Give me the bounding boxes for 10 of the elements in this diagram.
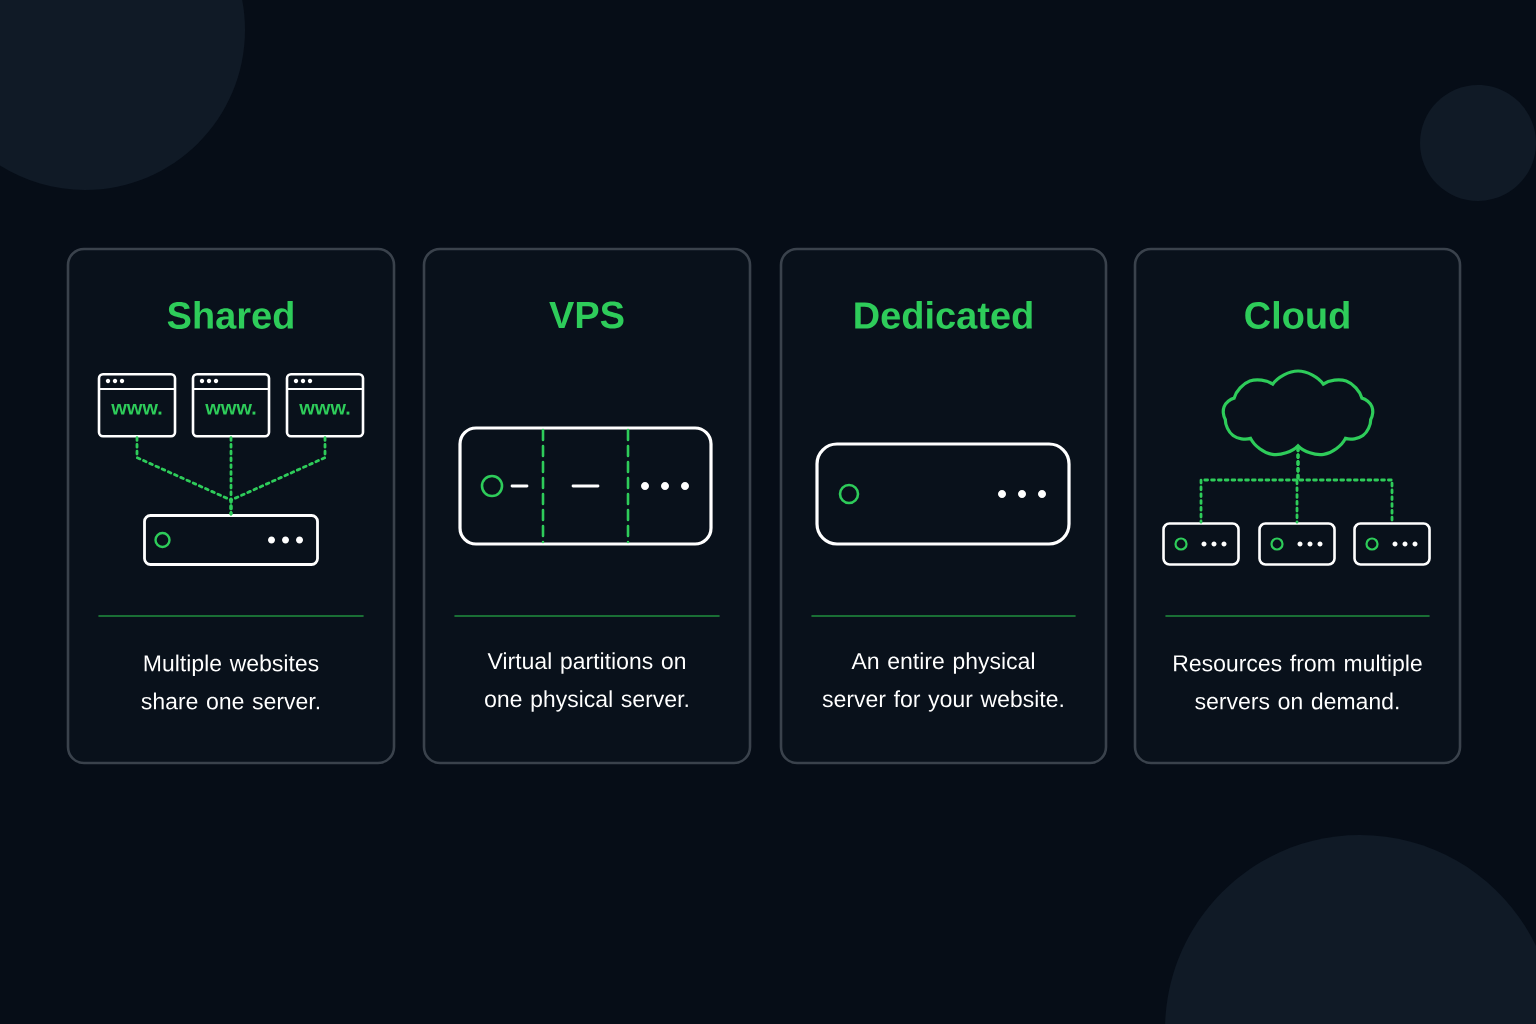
card: Cloud Resources from multiple servers on demand. — [1133, 247, 1462, 765]
server-icon — [1162, 522, 1240, 566]
server-icon — [143, 514, 319, 566]
dotted-connector — [229, 436, 327, 516]
cloud-icon — [1221, 369, 1375, 457]
card: VPS Virtual partitions on one physical server. — [422, 247, 752, 765]
server-icon — [1258, 522, 1336, 566]
card: Dedicated An entire physical server for your website. — [779, 247, 1108, 765]
dotted-connector — [1296, 446, 1394, 524]
server-icon — [1353, 522, 1431, 566]
